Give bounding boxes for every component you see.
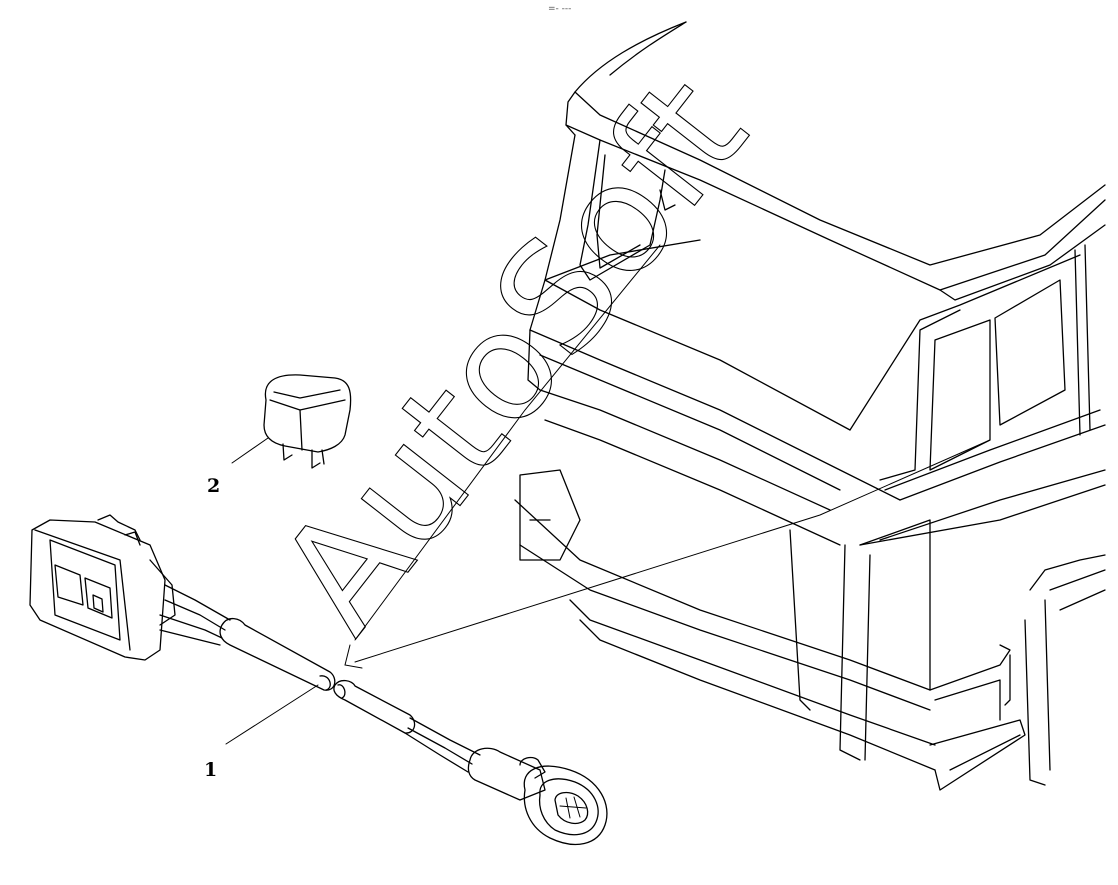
callout-1: 1 — [204, 759, 217, 781]
leader-lines — [344, 244, 991, 669]
watermark: AutoSoft — [246, 47, 781, 663]
truck-cab — [514, 21, 1106, 791]
watermark-text: AutoSoft — [246, 47, 780, 662]
relay-part-2 — [231, 374, 352, 469]
callout-2: 2 — [207, 475, 220, 497]
switch-harness-part-1 — [29, 514, 608, 846]
header-mark: =- --- — [548, 4, 571, 14]
